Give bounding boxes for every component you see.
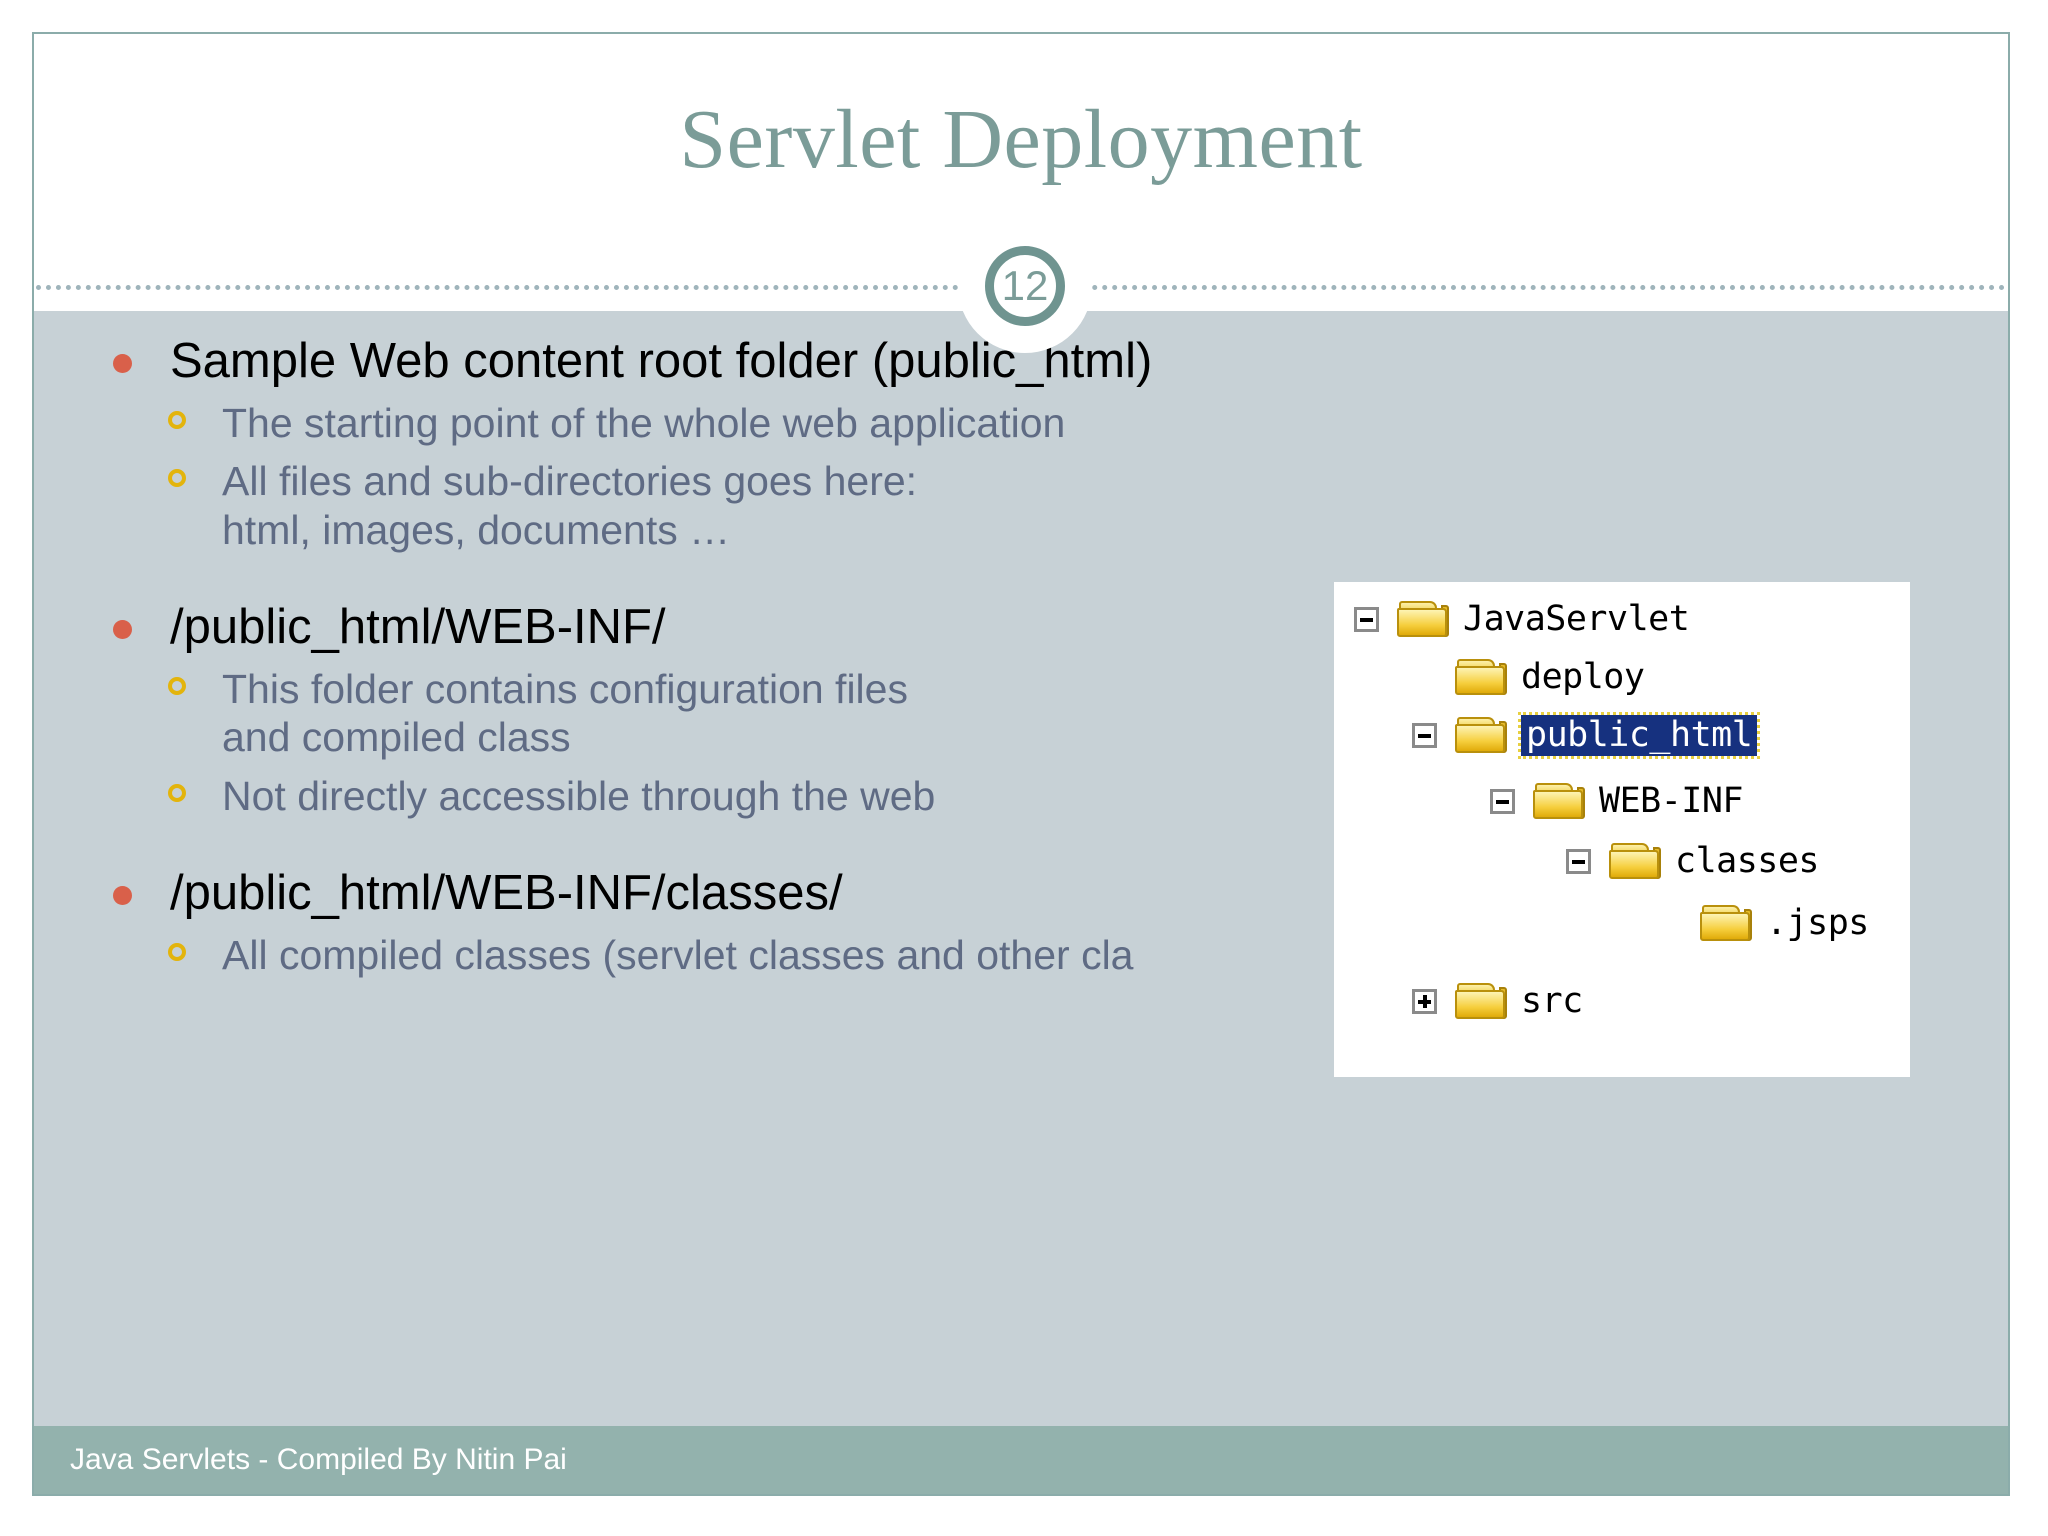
tree-node-label: deploy (1521, 656, 1645, 697)
collapse-minus-icon[interactable] (1490, 788, 1515, 814)
bullet-content: Sample Web content root folder (public_h… (86, 334, 1426, 979)
folder-icon (1455, 657, 1507, 697)
bullet-heading-text: /public_html/WEB-INF/classes/ (170, 866, 843, 920)
bullet-dot-icon (113, 354, 132, 373)
bullet-block: Sample Web content root folder (public_h… (86, 334, 1426, 554)
collapse-minus-icon[interactable] (1566, 848, 1591, 874)
bullet-heading-text: Sample Web content root folder (public_h… (170, 334, 1153, 388)
tree-node-label: src (1521, 980, 1583, 1021)
sub-bullet: The starting point of the whole web appl… (86, 399, 1426, 447)
sub-bullet-text: Not directly accessible through the web (222, 772, 936, 819)
bullet-block: /public_html/WEB-INF/classes/ All compil… (86, 866, 1426, 979)
page-number-badge: 12 (985, 246, 1065, 326)
tree-row[interactable]: deploy (1354, 648, 1645, 706)
folder-icon (1609, 841, 1661, 881)
sub-bullet-text-cont: and compiled class (222, 714, 571, 761)
sub-bullet: This folder contains configuration files… (86, 665, 1426, 762)
folder-icon (1700, 903, 1752, 943)
tree-node-label: WEB-INF (1599, 780, 1744, 821)
folder-icon (1455, 981, 1507, 1021)
tree-row-selected[interactable]: public_html (1354, 706, 1761, 764)
bullet-heading-text: /public_html/WEB-INF/ (170, 600, 666, 654)
collapse-minus-icon[interactable] (1354, 606, 1379, 632)
slide: Servlet Deployment 12 Sample Web content… (32, 32, 2010, 1496)
sub-bullet-text-cont: html, images, documents … (222, 506, 731, 553)
tree-node-label: .jsps (1766, 902, 1869, 943)
sub-bullet: Not directly accessible through the web (86, 772, 1426, 820)
page-title: Servlet Deployment (679, 93, 1363, 186)
tree-node-label: public_html (1517, 711, 1761, 759)
folder-tree-screenshot: JavaServlet deploy public_html WEB-INF c… (1334, 582, 1910, 1077)
folder-icon (1533, 781, 1585, 821)
sub-bullet-ring-icon (168, 410, 186, 429)
expand-plus-icon[interactable] (1412, 988, 1437, 1014)
tree-row[interactable]: src (1354, 972, 1583, 1030)
tree-row[interactable]: .jsps (1354, 894, 1869, 952)
title-zone: Servlet Deployment (34, 34, 2008, 288)
folder-icon (1397, 599, 1449, 639)
folder-icon-open (1455, 715, 1507, 755)
tree-node-label: JavaServlet (1463, 598, 1690, 639)
sub-bullet: All compiled classes (servlet classes an… (86, 931, 1426, 979)
bullet-heading: Sample Web content root folder (public_h… (86, 334, 1426, 389)
bullet-heading: /public_html/WEB-INF/classes/ (86, 866, 1426, 921)
tree-row[interactable]: classes (1354, 832, 1820, 890)
sub-bullet-ring-icon (168, 676, 186, 695)
tree-row[interactable]: JavaServlet (1354, 590, 1690, 648)
bullet-dot-icon (113, 886, 132, 905)
sub-bullet: All files and sub-directories goes here:… (86, 457, 1426, 554)
sub-bullet-text: All compiled classes (servlet classes an… (222, 931, 1134, 978)
sub-bullet-ring-icon (168, 942, 186, 961)
sub-bullet-text: This folder contains configuration files (222, 665, 908, 712)
sub-bullet-text: The starting point of the whole web appl… (222, 399, 1066, 446)
collapse-minus-icon[interactable] (1412, 722, 1437, 748)
sub-bullet-ring-icon (168, 469, 186, 488)
sub-bullet-text: All files and sub-directories goes here: (222, 458, 918, 505)
tree-row[interactable]: WEB-INF (1354, 772, 1744, 830)
footer-bar: Java Servlets - Compiled By Nitin Pai (34, 1426, 2008, 1494)
tree-node-label: classes (1675, 840, 1820, 881)
footer-text: Java Servlets - Compiled By Nitin Pai (70, 1443, 567, 1476)
bullet-heading: /public_html/WEB-INF/ (86, 600, 1426, 655)
sub-bullet-ring-icon (168, 783, 186, 802)
bullet-dot-icon (113, 620, 132, 639)
bullet-block: /public_html/WEB-INF/ This folder contai… (86, 600, 1426, 820)
